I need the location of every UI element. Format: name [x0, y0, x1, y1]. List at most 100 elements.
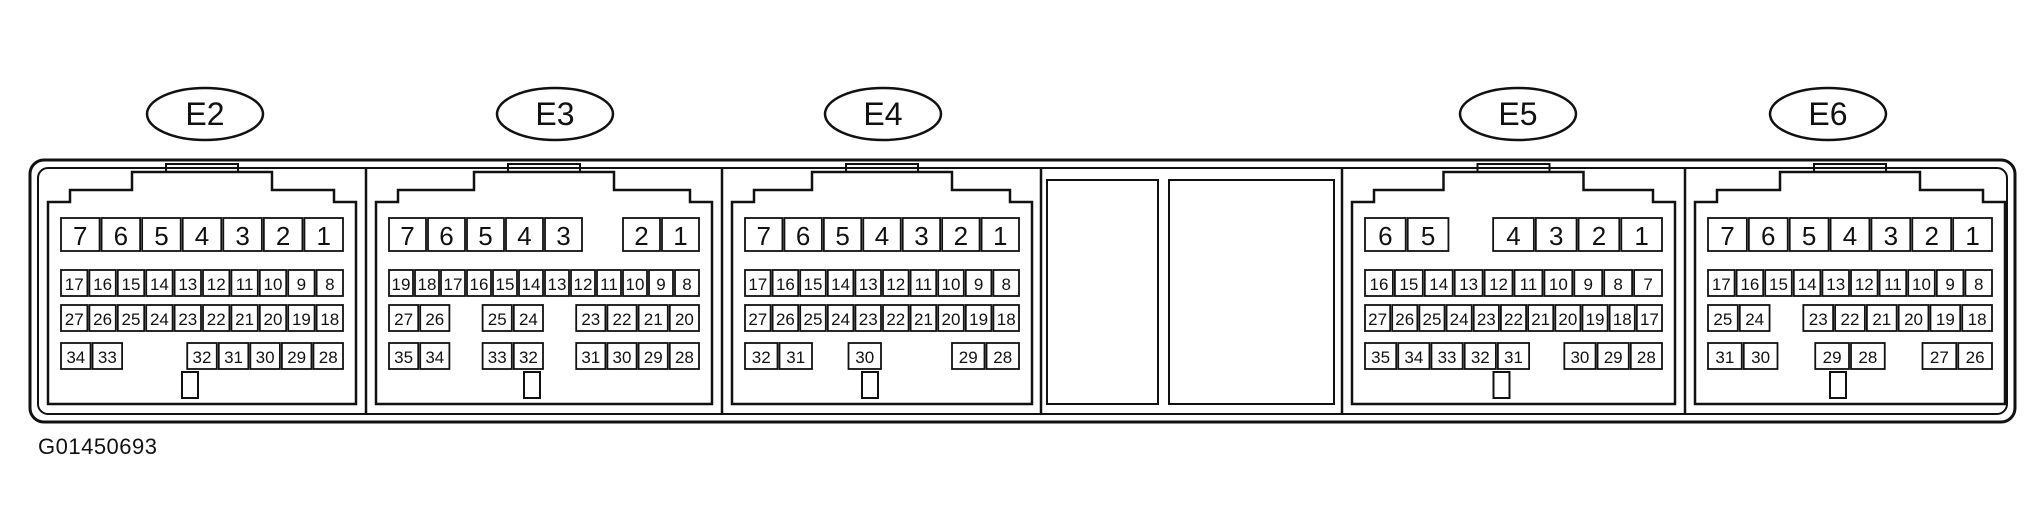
pin-box [1364, 269, 1394, 297]
pin-number: 9 [656, 275, 665, 294]
pin-cell: 35 [388, 342, 420, 370]
pin-cell: 13 [544, 269, 570, 297]
pin-cell: 8 [315, 269, 344, 297]
pin-box [481, 304, 513, 332]
pin-cell: 17 [440, 269, 466, 297]
pin-number: 4 [517, 221, 531, 251]
pin-number: 34 [66, 348, 85, 367]
pin-number: 24 [519, 310, 538, 329]
pin-cell: 24 [512, 304, 544, 332]
pin-number: 27 [1930, 348, 1949, 367]
pin-box [258, 304, 288, 332]
pin-number: 10 [264, 275, 283, 294]
pin-cell: 13 [1453, 269, 1484, 297]
pin-number: 23 [859, 310, 878, 329]
pin-cell: 26 [771, 304, 800, 332]
pin-box [1792, 269, 1822, 297]
pin-cell: 21 [909, 304, 938, 332]
pin-box [388, 217, 427, 252]
connector-key-slot [1492, 371, 1511, 399]
pin-box [778, 342, 813, 370]
pin-cell: 19 [1581, 304, 1609, 332]
pin-cell: 34 [60, 342, 92, 370]
pin-box [771, 269, 800, 297]
pin-number: 19 [392, 275, 411, 294]
pin-number: 21 [914, 310, 933, 329]
pin-cell: 28 [668, 342, 700, 370]
pin-box [287, 304, 316, 332]
pin-cell: 26 [419, 304, 451, 332]
pin-cell: 29 [280, 342, 313, 370]
pin-number: 9 [1945, 275, 1954, 294]
pin-number: 21 [1531, 310, 1550, 329]
connector-label-oval [145, 86, 265, 142]
pin-number: 26 [776, 310, 795, 329]
pin-cell: 2 [1577, 217, 1621, 252]
pin-box [622, 217, 661, 252]
pin-box [1964, 269, 1993, 297]
pin-box [512, 304, 544, 332]
pin-number: 2 [276, 221, 290, 251]
pin-cell: 35 [1364, 342, 1398, 370]
pin-cell: 30 [249, 342, 281, 370]
pin-number: 14 [831, 275, 850, 294]
connector-key-slot [523, 371, 541, 399]
pin-box [60, 269, 89, 297]
pin-cell: 17 [1707, 269, 1736, 297]
pin-box [1563, 342, 1597, 370]
pin-cell: 7 [1707, 217, 1748, 252]
pin-number: 20 [1558, 310, 1577, 329]
pin-box [1581, 304, 1609, 332]
pin-number: 26 [1395, 310, 1414, 329]
pin-number: 29 [287, 348, 306, 367]
pin-number: 17 [1712, 275, 1731, 294]
pin-number: 21 [235, 310, 254, 329]
pin-cell: 18 [315, 304, 344, 332]
blank-bay-left [1046, 179, 1159, 405]
pin-cell: 12 [882, 269, 910, 297]
pin-number: 9 [1584, 275, 1593, 294]
pin-box [575, 342, 607, 370]
pin-box [100, 217, 142, 252]
pin-box [518, 269, 544, 297]
pin-box [964, 269, 993, 297]
pin-number: 33 [488, 348, 507, 367]
pin-box [414, 269, 440, 297]
pin-cell: 22 [1834, 304, 1866, 332]
pin-box [60, 217, 101, 252]
pin-number: 16 [1740, 275, 1759, 294]
pin-box [145, 304, 174, 332]
pin-box [637, 342, 669, 370]
pin-cell: 10 [258, 269, 288, 297]
pin-cell: 19 [1929, 304, 1962, 332]
pin-number: 17 [1640, 310, 1659, 329]
pin-number: 30 [613, 348, 632, 367]
pin-box [258, 269, 288, 297]
pin-box [173, 304, 202, 332]
pin-box [909, 269, 938, 297]
pin-cell: 31 [217, 342, 250, 370]
pin-box [1500, 304, 1527, 332]
pin-cell: 20 [1897, 304, 1930, 332]
pin-number: 29 [1604, 348, 1623, 367]
pin-box [116, 269, 146, 297]
pin-box [901, 217, 942, 252]
pin-cell: 27 [60, 304, 89, 332]
connector-label: E5 [1498, 96, 1537, 132]
pin-cell: 14 [1792, 269, 1822, 297]
pin-box [280, 342, 313, 370]
pin-box [1629, 342, 1663, 370]
pin-box [771, 304, 800, 332]
pin-box [1527, 304, 1555, 332]
pin-cell: 4 [1492, 217, 1535, 252]
pin-cell: 25 [481, 304, 513, 332]
pin-number: 32 [193, 348, 212, 367]
ecu-housing-inner [37, 167, 2008, 415]
pin-number: 22 [1504, 310, 1523, 329]
pin-box [181, 217, 223, 252]
pin-number: 5 [1802, 221, 1816, 251]
pin-cell: 11 [230, 269, 259, 297]
pin-cell: 28 [1850, 342, 1886, 370]
pin-box [1620, 217, 1663, 252]
pin-cell: 12 [570, 269, 596, 297]
